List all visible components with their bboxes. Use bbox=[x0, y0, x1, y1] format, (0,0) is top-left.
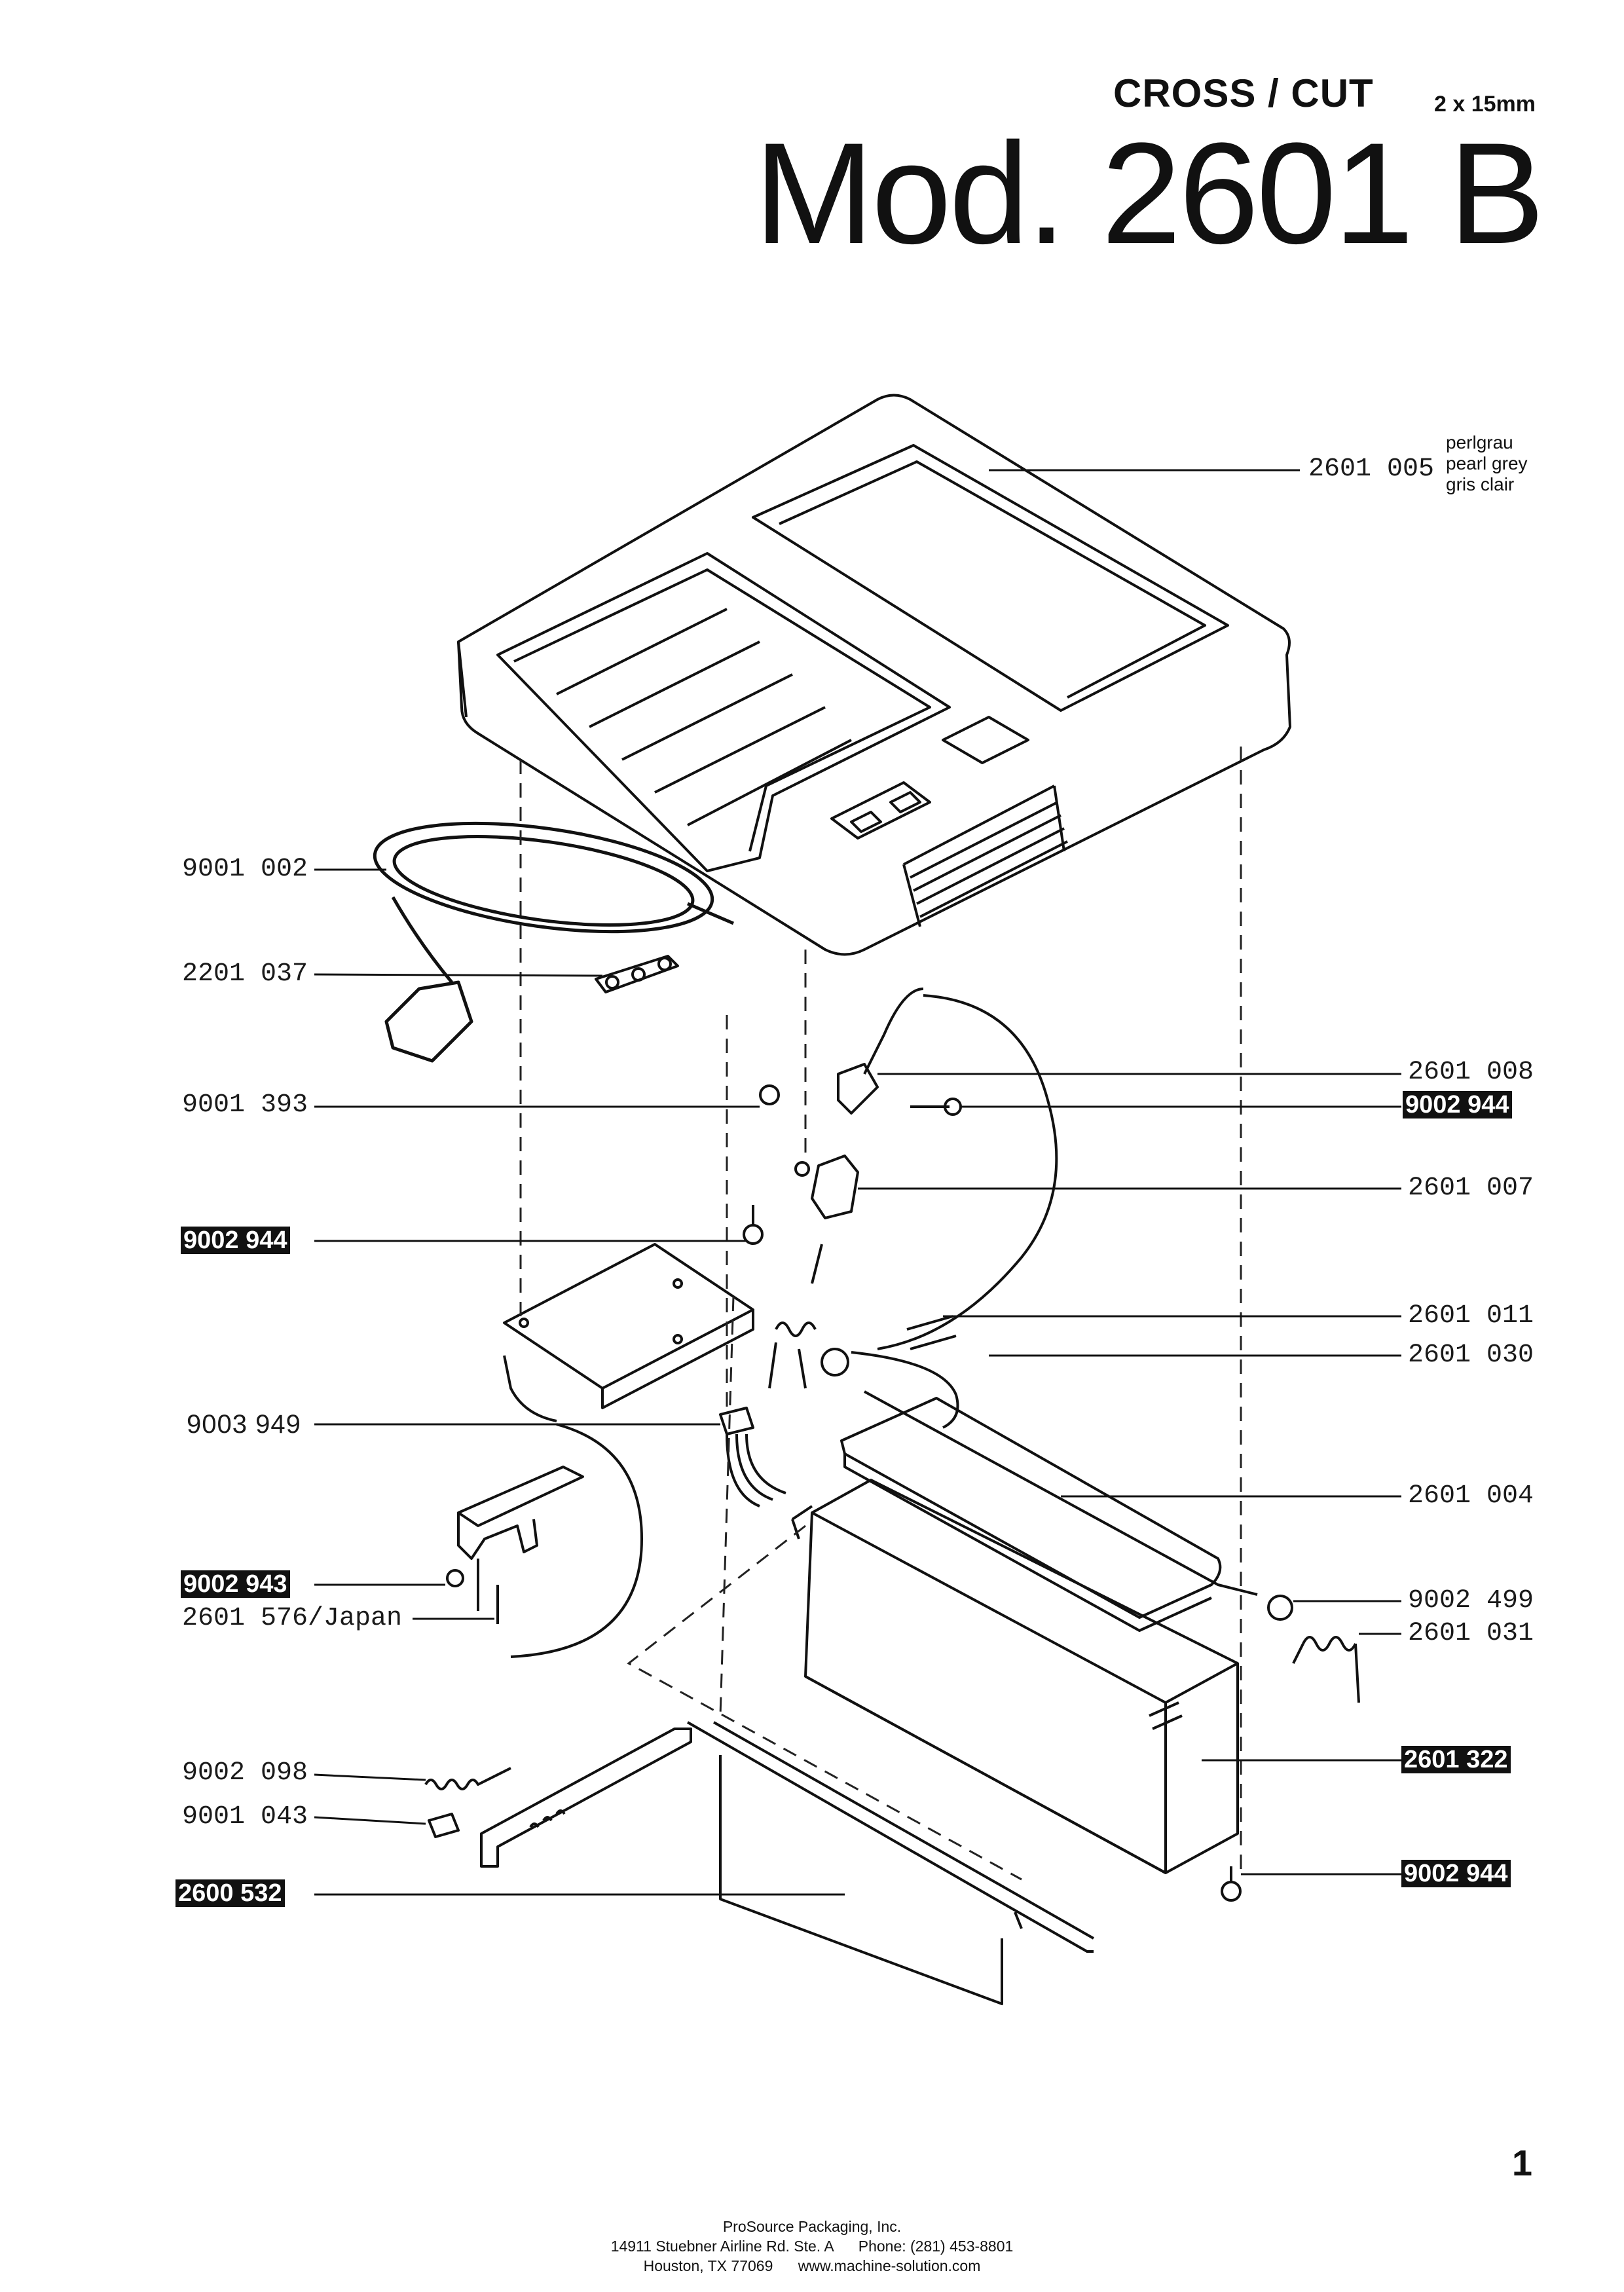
part-label-9003-949: 9003 949 bbox=[187, 1410, 301, 1439]
terminal-block-drawing bbox=[595, 955, 679, 993]
part-label-2601-005: 2601 005 bbox=[1308, 454, 1435, 484]
spring-clip-drawing bbox=[424, 1767, 511, 1838]
part-label-9001-393: 9001 393 bbox=[182, 1090, 308, 1120]
part-label-2601-008: 2601 008 bbox=[1408, 1058, 1534, 1087]
part-label-2601-322: 2601 322 bbox=[1401, 1746, 1511, 1773]
part-label-2600-532: 2600 532 bbox=[175, 1879, 285, 1907]
part-label-9001-002: 9001 002 bbox=[182, 855, 308, 884]
cross-cut-label: CROSS / CUT bbox=[1113, 71, 1374, 115]
color-note-de: perlgrau bbox=[1446, 432, 1513, 453]
part-label-2601-031: 2601 031 bbox=[1408, 1619, 1534, 1648]
part-label-9002-943: 9002 943 bbox=[181, 1570, 290, 1598]
roller-spring-drawing bbox=[1267, 1595, 1360, 1703]
switch-holder-drawing bbox=[743, 1155, 859, 1284]
part-label-2601-007: 2601 007 bbox=[1408, 1174, 1534, 1203]
part-label-9002-499: 9002 499 bbox=[1408, 1586, 1534, 1616]
part-label-2201-037: 2201 037 bbox=[182, 959, 308, 989]
spring-bushing-drawing bbox=[768, 1315, 959, 1429]
top-cover-drawing bbox=[457, 394, 1291, 956]
footer-company: ProSource Packaging, Inc. bbox=[722, 2218, 902, 2235]
footer-address-line: 14911 Stuebner Airline Rd. Ste. A Phone:… bbox=[0, 2236, 1624, 2256]
power-cord-drawing bbox=[373, 821, 734, 1063]
lower-blade-drawing bbox=[480, 1721, 1094, 2005]
micro-switch-drawing bbox=[759, 988, 1058, 1350]
waste-box-drawing bbox=[791, 1479, 1239, 1874]
part-label-9002-098: 9002 098 bbox=[182, 1758, 308, 1788]
color-note: perlgrau pearl grey gris clair bbox=[1446, 432, 1528, 495]
footer: ProSource Packaging, Inc. 14911 Stuebner… bbox=[0, 2217, 1624, 2276]
bottom-screw-drawing bbox=[1221, 1866, 1242, 1902]
blade-cover-drawing bbox=[840, 1390, 1258, 1632]
footer-city: Houston, TX 77069 bbox=[643, 2257, 773, 2274]
page-number: 1 bbox=[1511, 2142, 1532, 2183]
model-title: Mod. 2601 B bbox=[754, 113, 1545, 274]
footer-phone: Phone: (281) 453-8801 bbox=[858, 2238, 1014, 2255]
color-note-en: pearl grey bbox=[1446, 453, 1528, 473]
footer-address: 14911 Stuebner Airline Rd. Ste. A bbox=[610, 2238, 834, 2255]
sensor-bracket-drawing bbox=[446, 1466, 584, 1624]
part-label-2601-011: 2601 011 bbox=[1408, 1301, 1534, 1331]
part-label-9002-944-a: 9002 944 bbox=[1403, 1091, 1512, 1118]
cable-harness-drawing bbox=[510, 1407, 786, 1658]
part-label-9002-944-c: 9002 944 bbox=[1401, 1860, 1511, 1887]
part-label-2601-004: 2601 004 bbox=[1408, 1481, 1534, 1511]
part-label-2601-030: 2601 030 bbox=[1408, 1340, 1534, 1370]
part-label-9001-043: 9001 043 bbox=[182, 1802, 308, 1832]
color-note-fr: gris clair bbox=[1446, 474, 1515, 494]
part-label-2601-576-japan: 2601 576/Japan bbox=[182, 1604, 403, 1633]
footer-web: www.machine-solution.com bbox=[798, 2257, 981, 2274]
footer-city-line: Houston, TX 77069 www.machine-solution.c… bbox=[0, 2256, 1624, 2276]
part-label-9002-944-b: 9002 944 bbox=[181, 1227, 290, 1254]
cut-size-label: 2 x 15mm bbox=[1434, 92, 1536, 117]
circuit-board-drawing bbox=[503, 1243, 754, 1422]
